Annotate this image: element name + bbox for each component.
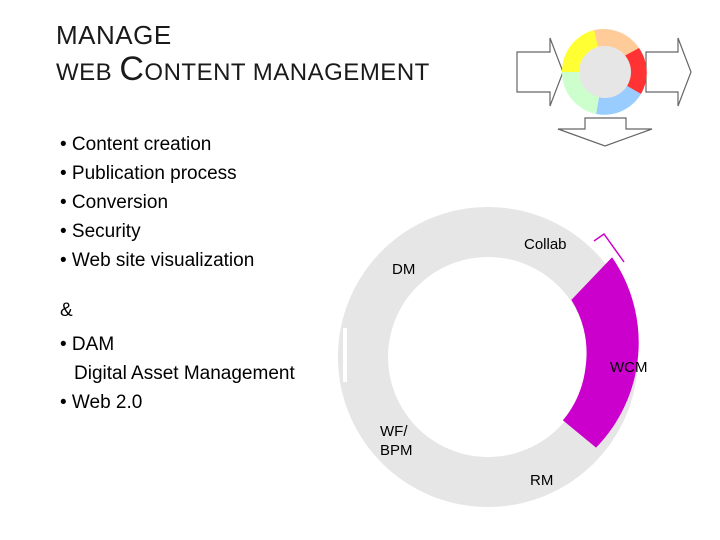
ring-label-rm: RM — [530, 472, 554, 489]
list-item: • Publication process — [60, 163, 237, 184]
left-arrow-shape — [516, 37, 564, 107]
ring-label-wcm: WCM — [610, 359, 648, 376]
collab-segment-edge — [593, 232, 625, 263]
ring-label-collab: Collab — [524, 236, 567, 253]
ecm-ring — [337, 207, 639, 507]
list-item: • Web 2.0 — [60, 392, 143, 413]
title-initial: C — [119, 50, 145, 88]
list-item: • Content creation — [60, 134, 212, 155]
feature-list: • Content creation • Publication process… — [60, 130, 254, 275]
list-item: • DAM — [60, 334, 115, 355]
list-subitem: Digital Asset Management — [74, 363, 295, 384]
logo-center — [579, 46, 631, 98]
list-item: • Web site visualization — [60, 250, 255, 271]
title-line-2: WEB CONTENT MANAGEMENT — [56, 50, 430, 89]
logo-segment-peach — [594, 28, 639, 56]
ampersand-text: & — [60, 300, 73, 321]
extra-list: • DAM Digital Asset Management • Web 2.0 — [60, 330, 295, 417]
ring-hole — [390, 259, 586, 455]
ring-base — [337, 207, 638, 507]
process-logo — [516, 28, 692, 147]
logo-segment-blue — [596, 86, 641, 115]
wcm-segment — [561, 257, 639, 448]
title-line-1: MANAGE — [56, 20, 172, 50]
logo-segment-yellow — [561, 30, 598, 72]
logo-segment-green — [562, 72, 599, 114]
title-rest: ONTENT MANAGEMENT — [144, 59, 430, 86]
logo-segment-red — [624, 48, 647, 94]
ring-label-wf: WF/ — [380, 423, 408, 440]
title-prefix: WEB — [56, 59, 120, 86]
down-arrow-shape — [557, 117, 653, 147]
right-arrow-shape — [645, 37, 692, 107]
list-item: • Conversion — [60, 192, 169, 213]
list-item: • Security — [60, 221, 141, 242]
ring-label-dm: DM — [392, 261, 416, 278]
ring-label-bpm: BPM — [380, 442, 413, 459]
